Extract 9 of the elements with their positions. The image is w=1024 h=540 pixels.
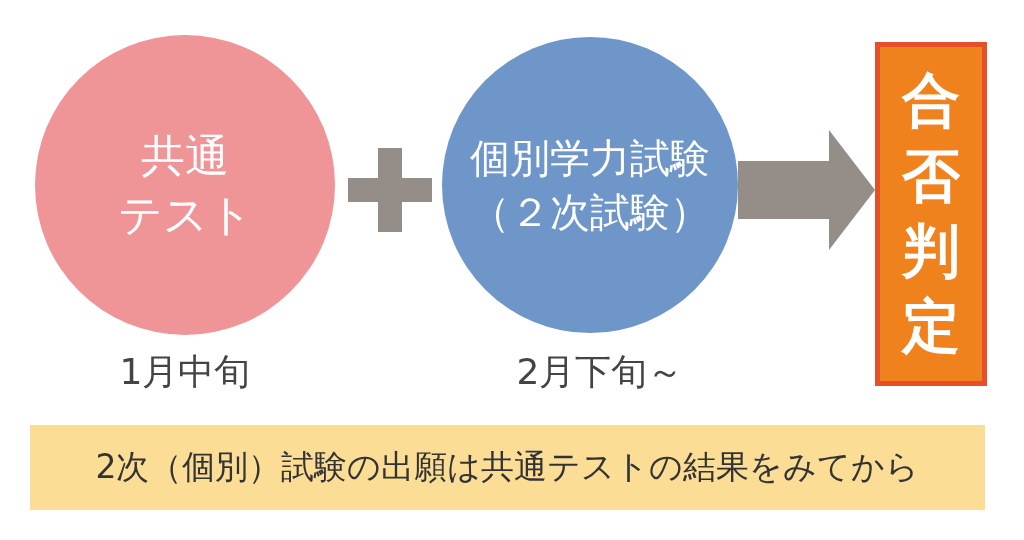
note-band	[30, 425, 985, 510]
node-label: 個別学力試験（２次試験）	[470, 134, 710, 237]
result-box	[875, 42, 987, 386]
node-label: 共通テスト	[117, 128, 253, 242]
arrow	[738, 130, 875, 250]
node-label: 合否判定	[902, 65, 960, 363]
node-label: 2次（個別）試験の出願は共通テストの結果をみてから	[95, 446, 920, 489]
date-label: 1月中旬	[119, 349, 251, 394]
date-label: 2月下旬～	[516, 349, 684, 394]
